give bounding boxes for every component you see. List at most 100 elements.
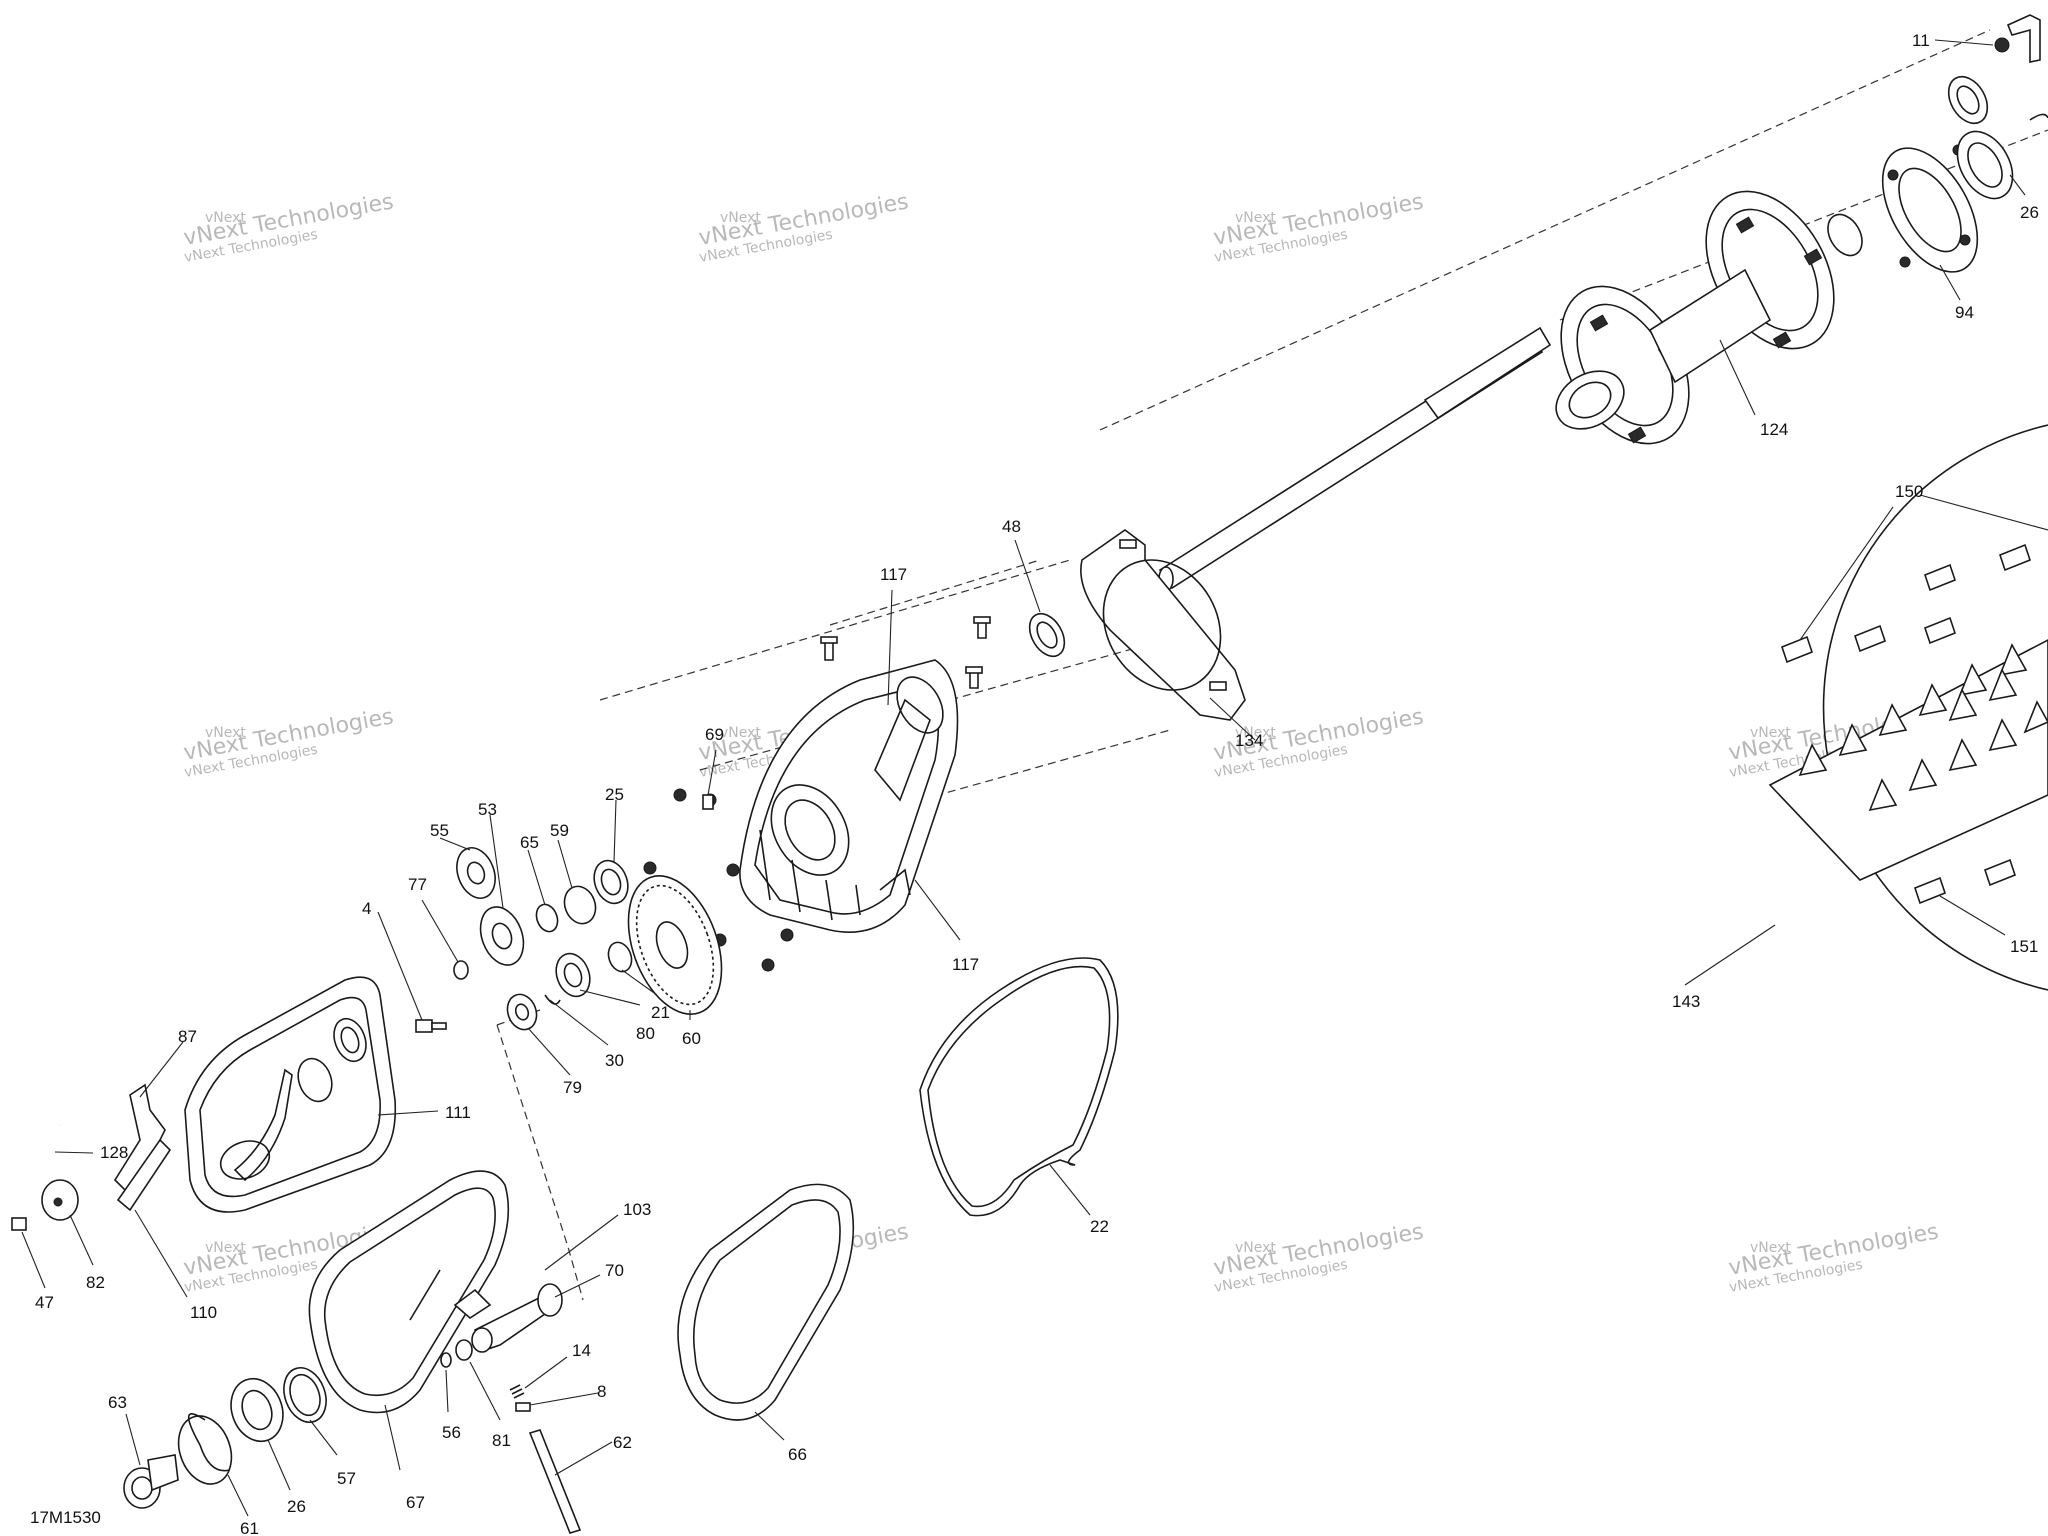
- watermark: vNext vNext Technologies vNext Technolog…: [697, 189, 911, 266]
- bracket: [116, 1138, 172, 1212]
- callout: 4: [362, 899, 371, 918]
- callout: 56: [442, 1423, 461, 1442]
- callout: 63: [108, 1393, 127, 1412]
- callout: 94: [1955, 303, 1974, 322]
- callout: 11: [1912, 31, 1930, 50]
- watermark: vNext vNext Technologies vNext Technolog…: [1727, 1219, 1941, 1296]
- callout: 111: [445, 1103, 471, 1122]
- spacer: [555, 952, 591, 998]
- watermark-top: vNext: [1235, 1240, 1276, 1256]
- callout: 67: [406, 1493, 425, 1512]
- watermark-top: vNext: [1750, 1240, 1791, 1256]
- callout: 110: [190, 1303, 217, 1322]
- track-section: [1768, 639, 2048, 881]
- chain-tensioner: [453, 1283, 563, 1353]
- callout: 143: [1672, 992, 1700, 1011]
- axis-line: [496, 1024, 584, 1301]
- watermark: vNext vNext Technologies vNext Technolog…: [1212, 189, 1426, 266]
- callout: 117: [880, 565, 907, 584]
- pin: [515, 1402, 531, 1412]
- callout: 61: [240, 1519, 259, 1536]
- callout: 53: [478, 800, 497, 819]
- bearing: [506, 993, 538, 1031]
- callout: 57: [337, 1469, 356, 1488]
- callout: 134: [1235, 731, 1263, 750]
- callout: 82: [86, 1273, 105, 1292]
- callout: 8: [597, 1382, 606, 1401]
- ring: [283, 1367, 327, 1423]
- chain-link: [409, 1269, 441, 1321]
- watermark-top: vNext: [205, 725, 246, 741]
- callout: 128: [100, 1143, 128, 1162]
- callout: 22: [1090, 1217, 1109, 1236]
- drive-gear: [479, 906, 525, 966]
- callout: 70: [605, 1261, 624, 1280]
- callout: 14: [572, 1341, 591, 1360]
- fitting: [11, 1217, 27, 1231]
- driven-gear: [627, 875, 723, 1015]
- pin: [455, 1339, 473, 1361]
- axis-line: [1099, 29, 1991, 431]
- callout: 151: [2010, 937, 2038, 956]
- bearing: [593, 859, 629, 905]
- watermark-top: vNext: [1750, 725, 1791, 741]
- callout: 26: [2020, 203, 2039, 222]
- nut: [1994, 37, 2010, 53]
- watermark-top: vNext: [720, 725, 761, 741]
- axis-line: [699, 629, 1201, 771]
- axis-line: [829, 559, 1041, 626]
- bearing: [123, 1454, 179, 1509]
- watermark: vNext vNext Technologies vNext Technolog…: [1212, 1219, 1426, 1296]
- rod: [528, 1429, 582, 1534]
- callout: 62: [613, 1433, 632, 1452]
- callout: 81: [492, 1431, 511, 1450]
- callout: 103: [623, 1200, 651, 1219]
- callout: 117: [952, 955, 979, 974]
- drive-shaft-assembly: [1158, 190, 1863, 592]
- circlip: [2029, 113, 2048, 121]
- watermark-top: vNext: [205, 1240, 246, 1256]
- axis-line: [599, 559, 1071, 701]
- track-lugs: [1798, 643, 2048, 812]
- chaincase-housing: [739, 659, 959, 933]
- circlip: [607, 941, 633, 973]
- gasket-inner: [927, 965, 1111, 1208]
- watermark-top: vNext: [720, 210, 761, 226]
- watermark: vNext vNext Technologies vNext Technolog…: [182, 704, 396, 781]
- gasket: [919, 957, 1119, 1217]
- callout: 60: [682, 1029, 701, 1048]
- track-clips: [1781, 543, 2031, 905]
- callout: 80: [636, 1024, 655, 1043]
- shaft-spline: [1423, 326, 1552, 420]
- callout: 59: [550, 821, 569, 840]
- diagram-code: 17M1530: [30, 1508, 101, 1527]
- chain-inner: [692, 1199, 841, 1404]
- drive-gear: [456, 847, 496, 899]
- callout: 124: [1760, 420, 1788, 439]
- watermark: vNext vNext Technologies vNext Technolog…: [182, 189, 396, 266]
- gasket-slot: [1209, 681, 1227, 691]
- gasket-frame-hole: [1102, 559, 1222, 691]
- bearing: [1956, 130, 2014, 200]
- watermark-top: vNext: [205, 210, 246, 226]
- bearing: [1947, 75, 1989, 125]
- chaincase-cover: [184, 976, 397, 1213]
- hose-inner: [17, 1123, 62, 1201]
- circlip-ring: [177, 1415, 233, 1485]
- chain-inner: [323, 1187, 496, 1397]
- leader-lines: [21, 39, 2048, 1517]
- callout: 55: [430, 821, 449, 840]
- track-detail: [1768, 424, 2048, 991]
- callout: 25: [605, 785, 624, 804]
- callout: 48: [1002, 517, 1021, 536]
- callout: 69: [705, 725, 724, 744]
- chain: [677, 1183, 855, 1421]
- spacer: [535, 903, 559, 933]
- callout: 30: [605, 1051, 624, 1070]
- callout: 150: [1895, 482, 1923, 501]
- bearing: [230, 1377, 284, 1443]
- callouts: 11 26 94 124 150 48 117 134 69 25 53 55 …: [30, 31, 2039, 1536]
- callout: 47: [35, 1293, 54, 1312]
- callout: 21: [651, 1003, 670, 1022]
